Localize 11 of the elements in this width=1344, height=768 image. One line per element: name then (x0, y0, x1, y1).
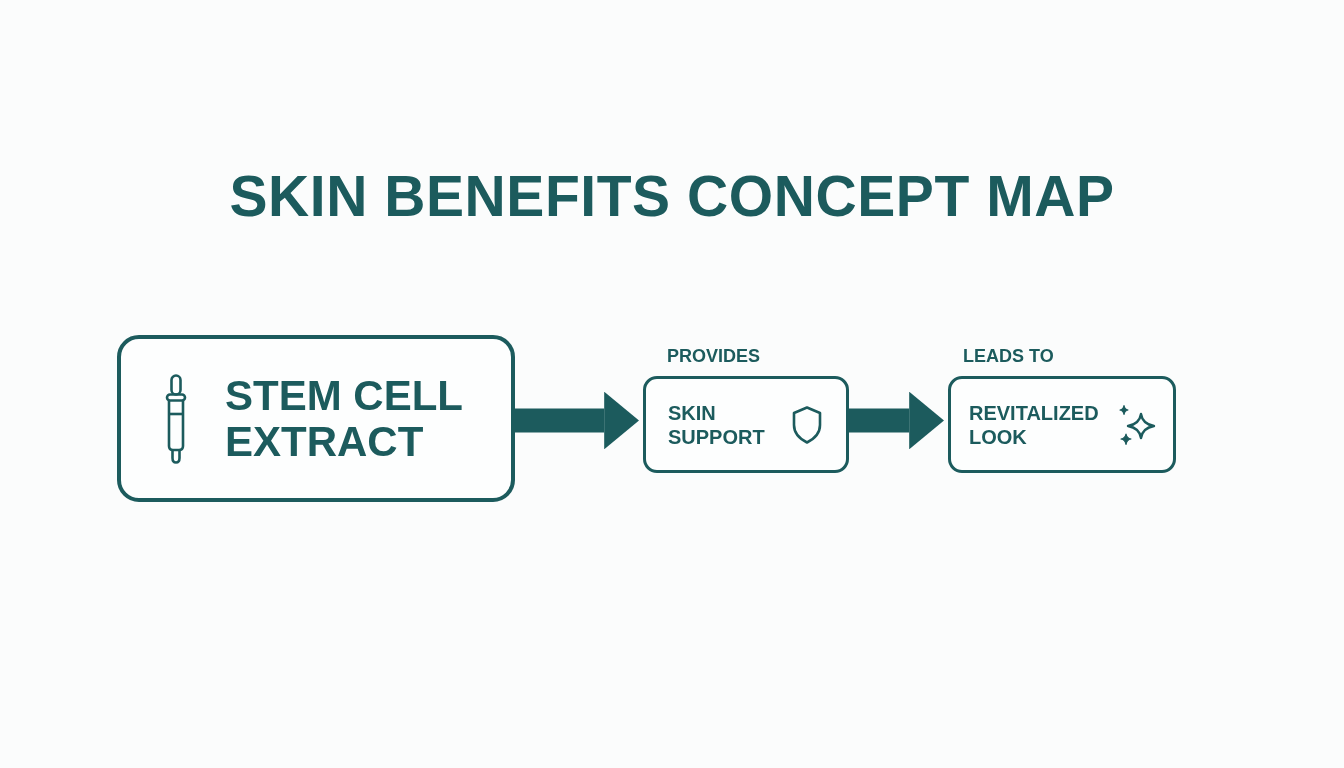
concept-box (948, 376, 1176, 473)
arrow (849, 391, 944, 450)
diagram-title: SKIN BENEFITS CONCEPT MAP (229, 166, 1115, 226)
linking-phrase: PROVIDES (667, 346, 761, 366)
concept-box (643, 376, 849, 473)
concept-label: REVITALIZED LOOK (969, 400, 1100, 449)
linking-phrase: LEADS TO (963, 346, 1054, 366)
arrow (515, 391, 639, 450)
concept-box (117, 335, 515, 502)
concept-label: STEM CELL EXTRACT (225, 372, 464, 465)
concept-label: SKIN SUPPORT (668, 400, 766, 449)
